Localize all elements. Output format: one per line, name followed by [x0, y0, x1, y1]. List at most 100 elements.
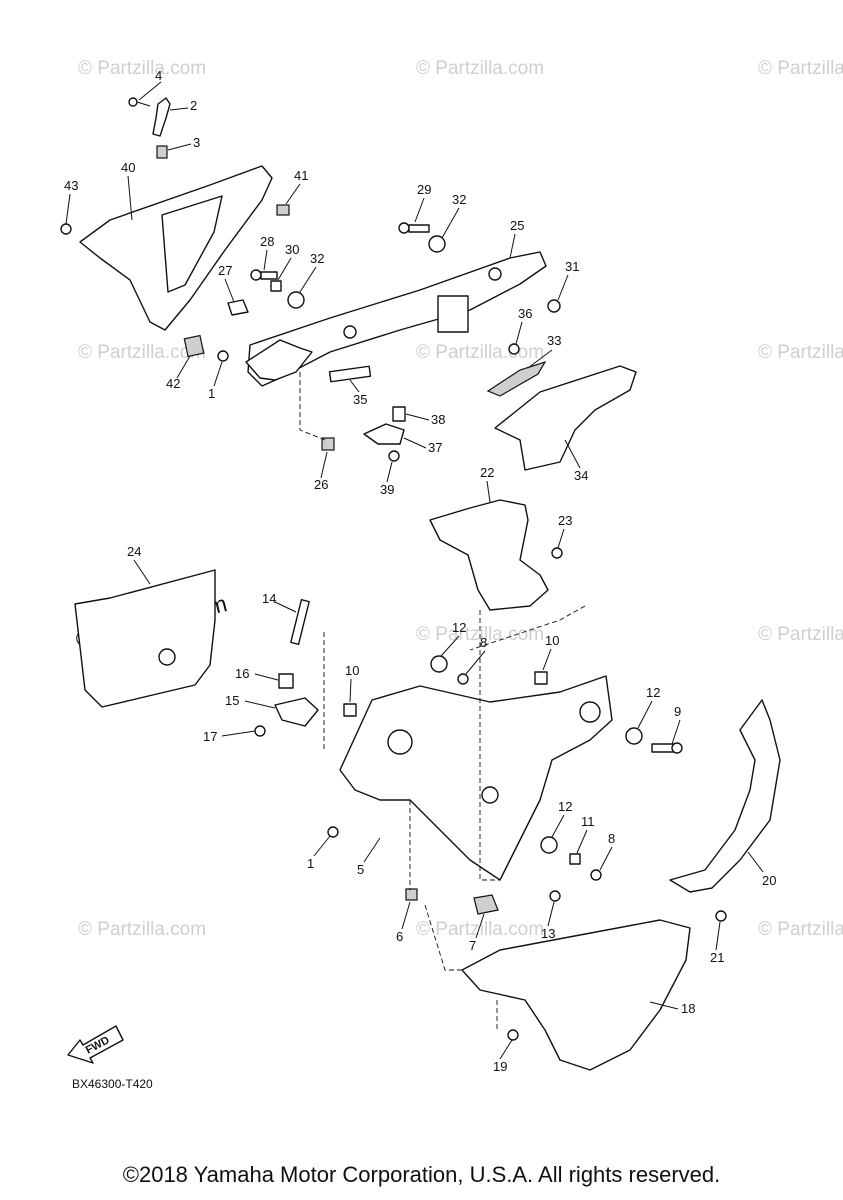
- callout-label: 4: [155, 68, 162, 83]
- assembly-lines: [299, 372, 586, 1030]
- callout-label: 5: [357, 862, 364, 877]
- pad-33: [486, 360, 547, 397]
- cover-34: [494, 365, 637, 471]
- callout-label: 6: [396, 929, 403, 944]
- nut-41: [276, 204, 290, 216]
- bolt-8: [457, 673, 469, 685]
- watermark: © Partzilla.com: [758, 919, 843, 940]
- cover-40-inner: [161, 195, 223, 293]
- bracket-2: [152, 97, 171, 137]
- watermark: © Partzilla.com: [416, 58, 544, 79]
- callout-label: 40: [121, 160, 135, 175]
- callout-label: 39: [380, 482, 394, 497]
- callout-label: 34: [574, 468, 588, 483]
- callout-label: 33: [547, 333, 561, 348]
- cover-20: [669, 699, 781, 893]
- watermark: © Partzilla.com: [416, 342, 544, 363]
- screw-1: [327, 826, 339, 838]
- callout-label: 25: [510, 218, 524, 233]
- screw-39: [388, 450, 400, 462]
- watermark: © Partzilla.com: [416, 919, 544, 940]
- bolt-9: [651, 742, 683, 754]
- callout-label: 14: [262, 591, 276, 606]
- watermark: © Partzilla.com: [758, 624, 843, 645]
- callout-label: 15: [225, 693, 239, 708]
- collar-10: [343, 703, 357, 717]
- callout-label: 36: [518, 306, 532, 321]
- frame-5-hole: [387, 729, 413, 755]
- callout-label: 26: [314, 477, 328, 492]
- bracket-assembly: [245, 339, 313, 381]
- screw-4: [128, 97, 151, 107]
- callout-label: 12: [646, 685, 660, 700]
- callout-label: 13: [541, 926, 555, 941]
- watermark: © Partzilla.com: [78, 919, 206, 940]
- watermark: © Partzilla.com: [78, 342, 206, 363]
- callout-label: 8: [608, 831, 615, 846]
- callout-label: 29: [417, 182, 431, 197]
- grommet-12: [625, 727, 643, 745]
- callout-label: 21: [710, 950, 724, 965]
- callout-label: 23: [558, 513, 572, 528]
- side-cover-18: [461, 919, 691, 1071]
- callout-label: 12: [558, 799, 572, 814]
- bolt-36: [508, 343, 520, 355]
- screw-19: [507, 1029, 519, 1041]
- frame-5-hole: [579, 701, 601, 723]
- grommet-32: [428, 235, 446, 253]
- callout-label: 24: [127, 544, 141, 559]
- collar-30: [270, 280, 282, 292]
- fwd-arrow-icon: FWD: [67, 1025, 124, 1064]
- rail-25-hole: [488, 267, 502, 281]
- rail-25-block: [437, 295, 469, 333]
- screw-13: [549, 890, 561, 902]
- callout-label: 19: [493, 1059, 507, 1074]
- rail-25: [247, 251, 547, 387]
- pad-24: [74, 569, 216, 708]
- nut-31: [547, 299, 561, 313]
- frame-5: [339, 675, 613, 881]
- callout-label: 9: [674, 704, 681, 719]
- collar-10: [534, 671, 548, 685]
- callout-label: 42: [166, 376, 180, 391]
- screw-1: [217, 350, 229, 362]
- callout-label: 8: [480, 635, 487, 650]
- rubber-3: [156, 145, 168, 159]
- callout-label: 28: [260, 234, 274, 249]
- bolt-29: [398, 222, 430, 234]
- callout-label: 35: [353, 392, 367, 407]
- screw-17: [254, 725, 266, 737]
- callout-layer: 4 2 3 40 41 43 29 32 25 28 30 32 31 27 3…: [64, 68, 776, 1074]
- copyright-notice: ©2018 Yamaha Motor Corporation, U.S.A. A…: [122, 1162, 721, 1187]
- grommet-12: [430, 655, 448, 673]
- callout-label: 1: [208, 386, 215, 401]
- callout-label: 31: [565, 259, 579, 274]
- strip-14: [290, 598, 310, 646]
- bolt-28: [250, 269, 278, 281]
- diagram-code: BX46300-T420: [72, 1077, 153, 1091]
- watermark: © Partzilla.com: [78, 58, 206, 79]
- callout-label: 12: [452, 620, 466, 635]
- callout-label: 1: [307, 856, 314, 871]
- bracket-15: [274, 697, 319, 727]
- callout-label: 2: [190, 98, 197, 113]
- callout-label: 10: [345, 663, 359, 678]
- nut-6: [405, 888, 418, 901]
- callout-label: 16: [235, 666, 249, 681]
- callout-label: 22: [480, 465, 494, 480]
- clip-27: [227, 299, 249, 316]
- bracket-22: [429, 499, 549, 611]
- rail-25-hole: [343, 325, 357, 339]
- grommet-12: [540, 836, 558, 854]
- nut-26: [321, 437, 335, 451]
- callout-label: 43: [64, 178, 78, 193]
- damper-42: [183, 334, 205, 358]
- callout-label: 27: [218, 263, 232, 278]
- watermark: © Partzilla.com: [758, 58, 843, 79]
- collar-23: [551, 547, 563, 559]
- frame-5-hole: [481, 786, 499, 804]
- pad-24-hole: [158, 648, 176, 666]
- callout-label: 38: [431, 412, 445, 427]
- collar-11: [569, 853, 581, 865]
